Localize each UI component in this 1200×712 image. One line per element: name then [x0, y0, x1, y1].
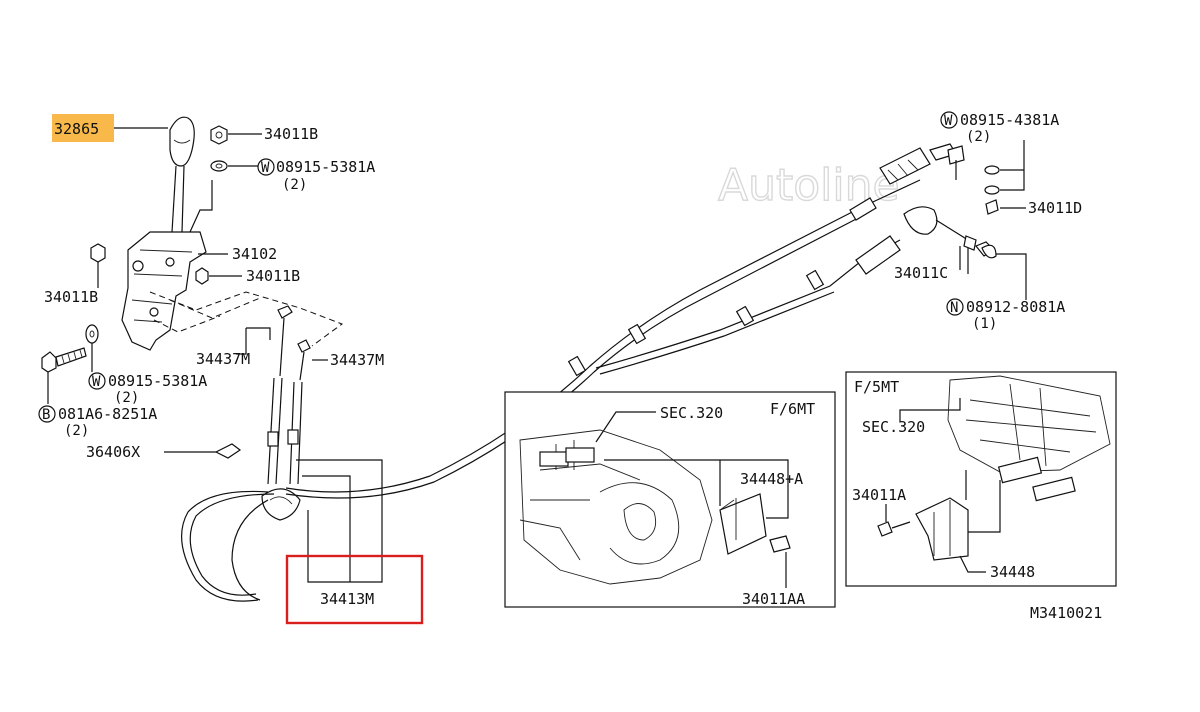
washer-icon: [984, 165, 1000, 175]
inset-f6mt-title: F/6MT: [770, 400, 815, 418]
bracket-icon: [915, 497, 969, 561]
label-34102[interactable]: 34102: [232, 245, 277, 263]
bolt-icon: [877, 521, 893, 537]
bolt-icon: [41, 347, 87, 373]
shifter-housing: [121, 231, 207, 351]
nut-icon: [985, 199, 999, 215]
shift-knob: [169, 116, 195, 167]
label-36406X[interactable]: 36406X: [86, 443, 140, 461]
label-34011AA[interactable]: 34011AA: [742, 590, 805, 608]
w-symbol: W: [261, 160, 270, 176]
label-34448[interactable]: 34448: [990, 563, 1035, 581]
qty-b1: (2): [64, 423, 89, 439]
cable-callout: 34413M: [285, 459, 424, 625]
cable-end-icon: [277, 305, 293, 319]
washer-icon: [210, 160, 228, 172]
washer-w-circle-icon: [88, 372, 106, 390]
label-081A6-8251A[interactable]: 081A6-8251A: [58, 405, 157, 423]
label-08915-5381A-top[interactable]: 08915-5381A: [276, 158, 375, 176]
label-34011C[interactable]: 34011C: [894, 264, 948, 282]
nut-n-circle-icon: [946, 298, 964, 316]
label-34448A[interactable]: 34448+A: [740, 470, 803, 488]
washer-icon: [984, 185, 1000, 195]
inset-f5mt-title: F/5MT: [854, 378, 899, 396]
label-34413M[interactable]: 34413M: [320, 590, 374, 608]
bracket-icon: [719, 493, 767, 555]
label-34011B-top[interactable]: 34011B: [264, 125, 318, 143]
qty-w2: (2): [114, 390, 139, 406]
w-symbol: W: [944, 113, 953, 129]
cable-end-icon: [297, 339, 311, 353]
qty-n1: (1): [972, 316, 997, 332]
n-symbol: N: [950, 300, 958, 316]
washer-w-circle-icon: [257, 158, 275, 176]
label-sec320-5mt[interactable]: SEC.320: [862, 418, 925, 436]
shifter-assembly: 32865 34011B W 08915-5381A (2) 34102: [38, 114, 384, 461]
label-08915-5381A-bottom[interactable]: 08915-5381A: [108, 372, 207, 390]
label-sec320-6mt[interactable]: SEC.320: [660, 404, 723, 422]
inset-f6mt: F/6MT SEC.320 34448+A 34011AA: [504, 391, 836, 608]
washer-w-circle-icon: [940, 111, 958, 129]
selected-part-box: [285, 554, 424, 625]
qty-w1: (2): [282, 177, 307, 193]
label-34011B-mid[interactable]: 34011B: [246, 267, 300, 285]
label-34011A[interactable]: 34011A: [852, 486, 906, 504]
upper-right-callouts: W 08915-4381A (2) 34011D 34011C N 08912-…: [894, 111, 1082, 332]
label-34011B-left[interactable]: 34011B: [44, 288, 98, 306]
label-32865[interactable]: 32865: [54, 120, 99, 138]
washer-icon: [981, 244, 997, 259]
shift-cables: [181, 143, 977, 602]
w-symbol: W: [92, 374, 101, 390]
inset-f5mt: F/5MT SEC.320 34011A 34448: [845, 371, 1117, 587]
label-34011D[interactable]: 34011D: [1028, 199, 1082, 217]
bolt-icon: [769, 535, 791, 553]
grommet-icon: [261, 488, 301, 521]
b-symbol: B: [42, 407, 50, 423]
diagram-code: M3410021: [1030, 604, 1102, 622]
qty-w3: (2): [966, 129, 991, 145]
label-34437M-a[interactable]: 34437M: [196, 350, 250, 368]
label-08915-4381A[interactable]: 08915-4381A: [960, 111, 1059, 129]
nut-icon: [210, 125, 228, 145]
washer-icon: [85, 324, 99, 344]
part-highlight: [52, 114, 114, 142]
clip-icon: [214, 443, 242, 459]
label-08912-8081A[interactable]: 08912-8081A: [966, 298, 1065, 316]
label-34437M-b[interactable]: 34437M: [330, 351, 384, 369]
nut-icon: [90, 243, 106, 263]
bolt-b-circle-icon: [38, 405, 56, 423]
